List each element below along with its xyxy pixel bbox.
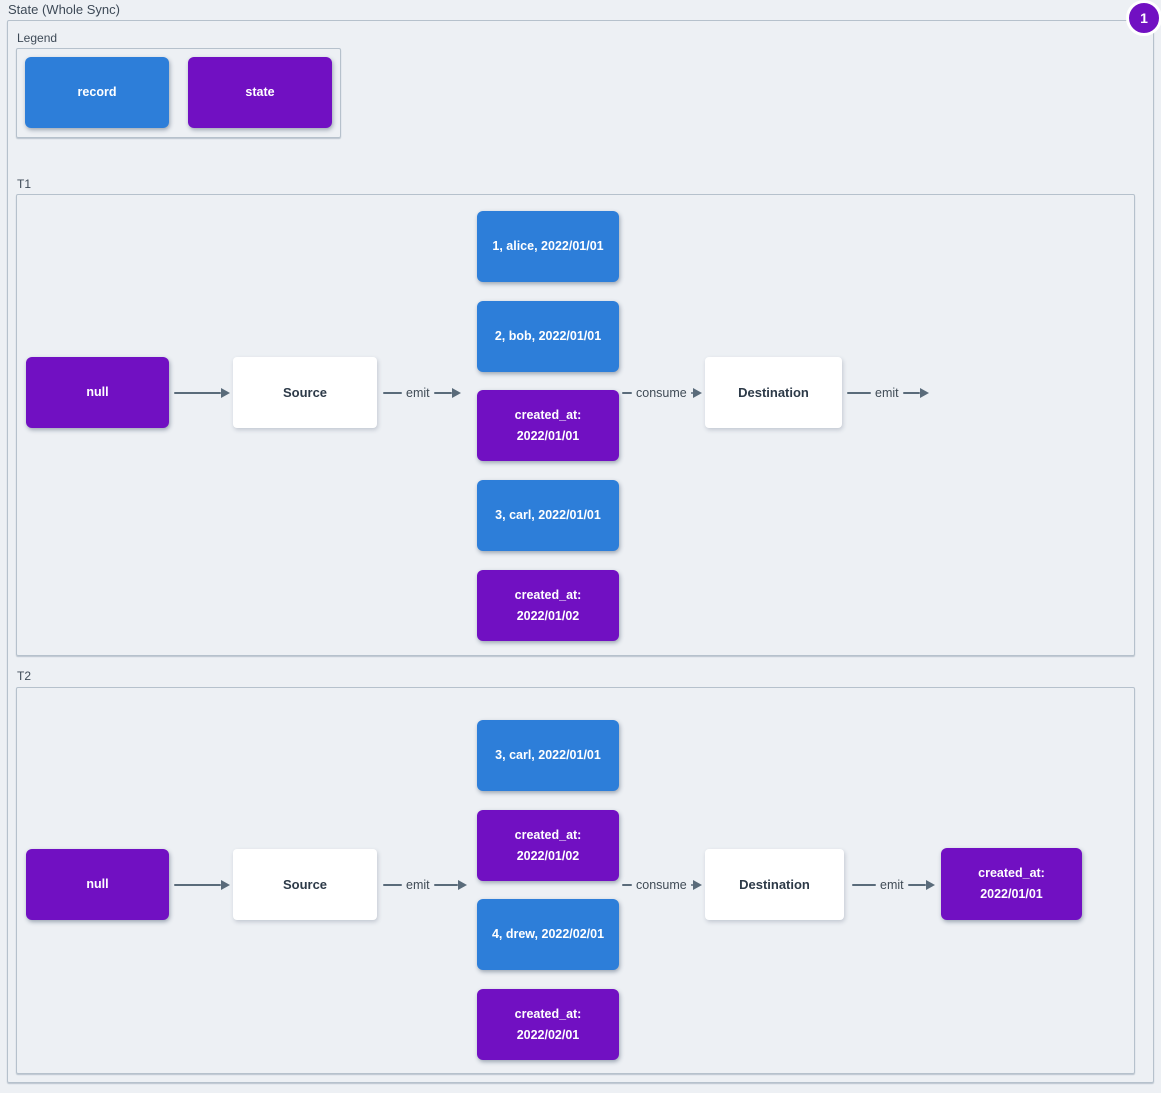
t2-stack-record-1: 3, carl, 2022/01/01 (477, 720, 619, 791)
arrow-line (383, 392, 402, 394)
t1-emit-out-connector: emit (847, 385, 929, 401)
arrow-line (433, 884, 458, 886)
t2-emit-label: emit (406, 878, 430, 892)
arrowhead-icon (458, 880, 467, 890)
t2-emit-out-label: emit (880, 878, 904, 892)
step-badge-number: 1 (1140, 10, 1148, 26)
t2-emit-out-connector: emit (852, 877, 935, 893)
t1-destination-node: Destination (705, 357, 842, 428)
t1-consume-connector: consume (622, 385, 702, 401)
arrow-line (433, 392, 452, 394)
t1-stack-record-3: 3, carl, 2022/01/01 (477, 480, 619, 551)
t2-emit-connector: emit (383, 877, 467, 893)
t1-arrow-null-to-source (174, 385, 230, 401)
arrow-line (690, 392, 693, 394)
legend-label: Legend (17, 31, 58, 45)
arrow-line (383, 884, 402, 886)
arrow-line (622, 392, 632, 394)
outer-container (7, 20, 1154, 1083)
arrowhead-icon (920, 388, 929, 398)
t2-source-node: Source (233, 849, 377, 920)
t1-container (16, 194, 1135, 656)
arrowhead-icon (693, 388, 702, 398)
t1-stack-record-2: 2, bob, 2022/01/01 (477, 301, 619, 372)
t2-destination-node: Destination (705, 849, 844, 920)
t2-arrow-null-to-source (174, 877, 230, 893)
arrow-line (174, 392, 221, 394)
arrow-line (174, 884, 221, 886)
arrow-line (622, 884, 632, 886)
t1-null-node: null (26, 357, 169, 428)
arrowhead-icon (926, 880, 935, 890)
t1-source-node: Source (233, 357, 377, 428)
t2-consume-label: consume (636, 878, 687, 892)
arrow-line (690, 884, 693, 886)
arrow-line (847, 392, 871, 394)
t1-stack-state-2: created_at: 2022/01/02 (477, 570, 619, 641)
arrowhead-icon (693, 880, 702, 890)
legend-state-node: state (188, 57, 332, 128)
t1-emit-out-label: emit (875, 386, 899, 400)
arrowhead-icon (452, 388, 461, 398)
t1-stack-state-1: created_at: 2022/01/01 (477, 390, 619, 461)
arrow-line (902, 392, 920, 394)
arrowhead-icon (221, 388, 230, 398)
legend-container (16, 48, 341, 138)
t2-consume-connector: consume (622, 877, 702, 893)
arrow-line (907, 884, 926, 886)
page-title: State (Whole Sync) (8, 2, 120, 17)
t2-stack-state-2: created_at: 2022/02/01 (477, 989, 619, 1060)
t1-consume-label: consume (636, 386, 687, 400)
t2-label: T2 (17, 669, 32, 683)
t1-emit-label: emit (406, 386, 430, 400)
t1-emit-connector: emit (383, 385, 461, 401)
t2-stack-record-2: 4, drew, 2022/02/01 (477, 899, 619, 970)
t2-result-state-node: created_at: 2022/01/01 (941, 848, 1082, 920)
t1-label: T1 (17, 177, 32, 191)
arrow-line (852, 884, 876, 886)
legend-record-node: record (25, 57, 169, 128)
t2-container (16, 687, 1135, 1074)
t2-stack-state-1: created_at: 2022/01/02 (477, 810, 619, 881)
step-badge[interactable]: 1 (1126, 0, 1161, 36)
t2-null-node: null (26, 849, 169, 920)
t1-stack-record-1: 1, alice, 2022/01/01 (477, 211, 619, 282)
arrowhead-icon (221, 880, 230, 890)
